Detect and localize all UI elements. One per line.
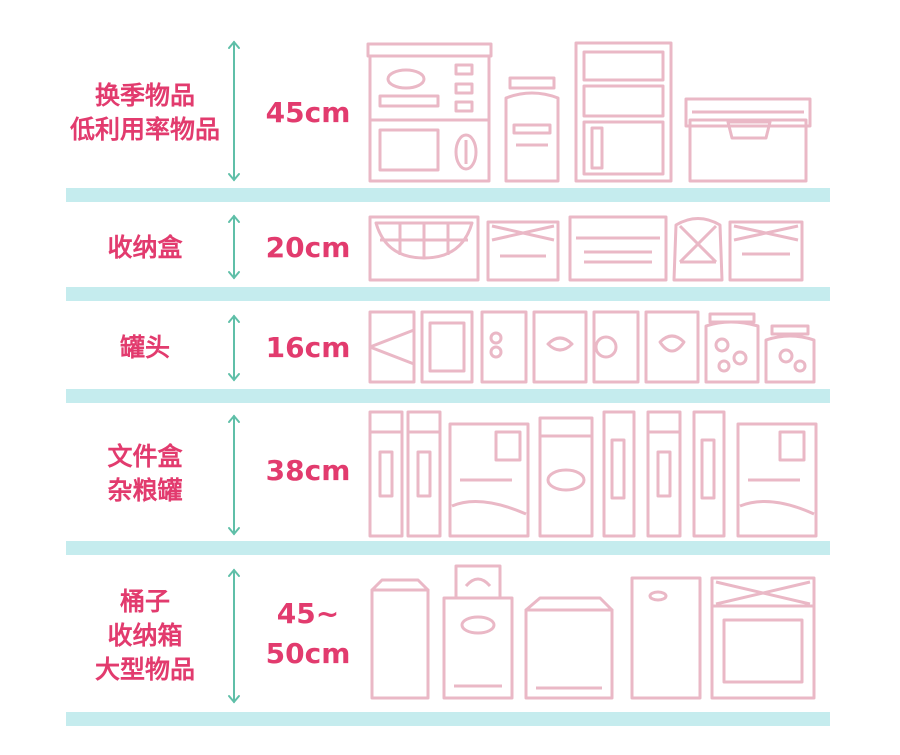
shelf-row-2: 收纳盒 20cm	[0, 212, 900, 284]
shelf-1-category-line-1: 换季物品	[94, 80, 195, 110]
shelf-2-height-label: 20cm	[258, 212, 358, 284]
row5-large-items-icon	[370, 564, 816, 700]
row1-lidded-bin-icon	[684, 97, 812, 183]
shelf-5-height-label: 45~ 50cm	[258, 566, 358, 702]
shelf-5-category-line-1: 桶子	[119, 587, 170, 616]
shelf-row-1: 换季物品 低利用率物品 45cm	[0, 40, 900, 190]
shelf-board-1	[66, 188, 830, 202]
shelf-1-category-label: 换季物品 低利用率物品	[40, 40, 250, 185]
shelf-5-height-line-2: 50cm	[265, 637, 351, 670]
shelf-2-category-line-1: 收纳盒	[107, 233, 183, 262]
row2-storage-box-icon	[486, 220, 560, 282]
shelf-3-category-label: 罐头	[40, 310, 250, 386]
shelf-3-height-line-1: 16cm	[265, 331, 351, 364]
shelf-2-height-arrow-icon	[228, 214, 240, 280]
row4-file-boxes-icon	[368, 410, 818, 538]
shelf-4-category-line-2: 杂粮罐	[107, 476, 183, 505]
shelf-4-category-line-1: 文件盒	[107, 442, 183, 471]
row2-basket-icon	[368, 215, 480, 282]
shelf-4-height-arrow-icon	[228, 414, 240, 536]
row2-flat-box-icon	[568, 215, 668, 282]
shelf-board-5	[66, 712, 830, 726]
row2-small-box-icon	[728, 220, 804, 282]
shelf-5-category-line-3: 大型物品	[94, 655, 195, 684]
row1-wardrobe-icon	[574, 41, 673, 183]
row3-cans-icon	[368, 310, 816, 384]
shelf-5-category-line-2: 收纳箱	[107, 621, 183, 650]
shelf-3-height-arrow-icon	[228, 314, 240, 382]
row1-storage-cabinet-icon	[366, 42, 493, 183]
shelf-1-height-line-1: 45cm	[265, 95, 351, 129]
shelf-5-category-label: 桶子 收纳箱 大型物品	[40, 566, 250, 706]
shelf-row-3: 罐头 16cm	[0, 310, 900, 386]
shelf-3-height-label: 16cm	[258, 310, 358, 386]
shelf-1-height-arrow-icon	[228, 40, 240, 182]
shelf-1-height-label: 45cm	[258, 40, 358, 185]
shelf-board-4	[66, 541, 830, 555]
shelf-board-2	[66, 287, 830, 301]
shelf-row-5: 桶子 收纳箱 大型物品 45~ 50cm	[0, 566, 900, 706]
shelf-4-height-label: 38cm	[258, 410, 358, 532]
shelf-2-category-label: 收纳盒	[40, 212, 250, 284]
shelf-4-height-line-1: 38cm	[265, 454, 351, 487]
row2-quilted-bag-icon	[672, 217, 724, 282]
shelf-5-height-arrow-icon	[228, 568, 240, 704]
shelf-2-height-line-1: 20cm	[265, 231, 351, 264]
shelf-board-3	[66, 389, 830, 403]
row1-big-jar-icon	[504, 76, 560, 183]
shelf-1-category-line-2: 低利用率物品	[69, 114, 220, 144]
shelf-row-4: 文件盒 杂粮罐 38cm	[0, 410, 900, 540]
shelf-3-category-line-1: 罐头	[119, 333, 170, 362]
shelf-4-category-label: 文件盒 杂粮罐	[40, 410, 250, 538]
shelf-5-height-line-1: 45~	[276, 597, 340, 630]
